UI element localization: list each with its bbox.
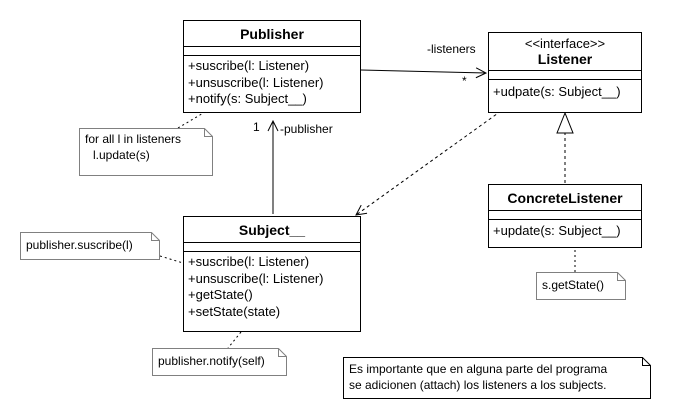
concrete-listener-attributes (489, 211, 641, 220)
concrete-listener-operations: +update(s: Subject__) (489, 220, 641, 242)
subject-op-set-state: +setState(state) (188, 303, 281, 319)
listener-op-update: +udpate(s: Subject__) (493, 84, 621, 99)
listeners-multiplicity-label: * (462, 74, 467, 88)
listener-operations: +udpate(s: Subject__) (489, 80, 641, 103)
note-notify-loop-line-2: l.update(s) (93, 148, 150, 162)
listeners-role-label: -listeners (427, 42, 476, 56)
subject-operations: +suscribe(l: Listener) +unsuscribe(l: Li… (184, 252, 360, 322)
publisher-op-unsuscribe: +unsuscribe(l: Listener) (188, 74, 324, 90)
subject-op-suscribe: +suscribe(l: Listener) (188, 254, 310, 269)
publisher-attributes (184, 47, 360, 56)
publisher-multiplicity-label: 1 (253, 120, 260, 134)
note-subscribe-call: publisher.suscribe(l) (20, 232, 160, 260)
subject-attributes (184, 243, 360, 252)
note-attach-reminder: Es importante que en alguna parte del pr… (343, 357, 651, 399)
listener-stereotype: <<interface>> (524, 36, 606, 51)
publisher-class-name: Publisher (240, 25, 304, 42)
note-attach-reminder-line-2: se adicionen (attach) los listeners a lo… (349, 378, 607, 392)
note-anchor-notify-call (227, 331, 242, 349)
publisher-role-label: -publisher (280, 122, 333, 136)
listener-attributes (489, 71, 641, 80)
note-notify-call: publisher.notify(self) (152, 348, 287, 376)
listener-interface[interactable]: <<interface>> Listener +udpate(s: Subjec… (488, 32, 642, 113)
subject-class[interactable]: Subject__ +suscribe(l: Listener) +unsusc… (183, 216, 361, 332)
publisher-listeners-association (360, 70, 486, 73)
publisher-operations: +suscribe(l: Listener) +unsuscribe(l: Li… (184, 56, 360, 110)
publisher-op-notify: +notify(s: Subject__) (188, 91, 307, 106)
publisher-op-suscribe: +suscribe(l: Listener) (188, 58, 310, 73)
realization-triangle (556, 111, 574, 134)
subject-op-unsuscribe: +unsuscribe(l: Listener) (188, 270, 324, 286)
note-anchor-notify-loop (177, 111, 206, 129)
note-notify-call-text: publisher.notify(self) (158, 354, 265, 368)
note-notify-loop-line-1: for all l in listeners (85, 132, 182, 146)
concrete-listener-op-update: +update(s: Subject__) (493, 223, 621, 238)
note-get-state-call-text: s.getState() (542, 278, 605, 292)
subject-class-name: Subject__ (238, 221, 306, 238)
publisher-class[interactable]: Publisher +suscribe(l: Listener) +unsusc… (183, 20, 361, 113)
note-anchor-subscribe-call (159, 255, 184, 264)
note-subscribe-call-text: publisher.suscribe(l) (26, 238, 133, 252)
listener-subject-dependency (356, 110, 502, 215)
note-get-state-call: s.getState() (536, 272, 626, 300)
note-notify-loop: for all l in listeners l.update(s) (79, 128, 213, 176)
concrete-listener-class[interactable]: ConcreteListener +update(s: Subject__) (488, 184, 642, 248)
concrete-listener-class-name: ConcreteListener (507, 189, 623, 206)
note-attach-reminder-line-1: Es importante que en alguna parte del pr… (349, 362, 608, 376)
listener-class-name: Listener (537, 51, 593, 67)
subject-op-get-state: +getState() (188, 287, 253, 302)
